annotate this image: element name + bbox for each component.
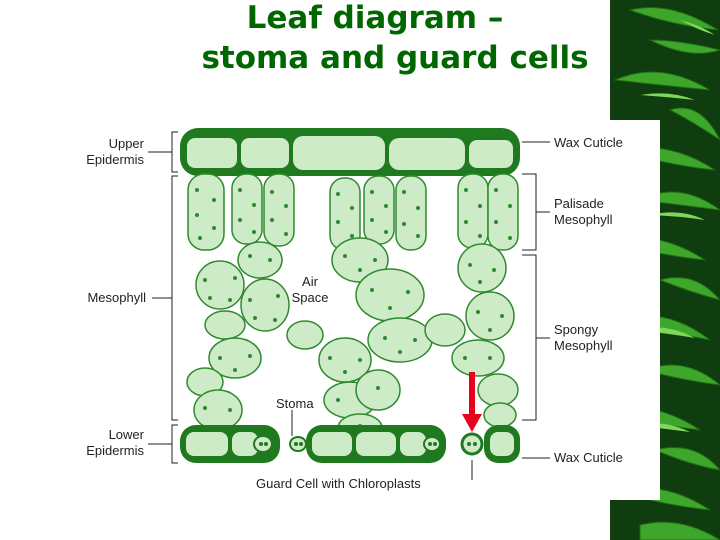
page-title-line2: stoma and guard cells bbox=[201, 40, 589, 76]
label-palisade-2: Mesophyll bbox=[554, 212, 613, 227]
spongy-mesophyll bbox=[186, 237, 519, 443]
label-air-space-1: Air bbox=[302, 274, 319, 289]
upper-epidermis bbox=[180, 128, 520, 176]
label-upper-epidermis-1: Upper bbox=[109, 136, 145, 151]
label-palisade-1: Palisade bbox=[554, 196, 604, 211]
label-upper-epidermis-2: Epidermis bbox=[86, 152, 144, 167]
leaf-cross-section-diagram: Upper Epidermis Mesophyll Lower Epidermi… bbox=[60, 120, 660, 500]
lower-epidermis bbox=[180, 425, 520, 463]
label-lower-epidermis-2: Epidermis bbox=[86, 443, 144, 458]
label-spongy-2: Mesophyll bbox=[554, 338, 613, 353]
label-stoma: Stoma bbox=[276, 396, 314, 411]
label-mesophyll: Mesophyll bbox=[87, 290, 146, 305]
label-wax-cuticle-top: Wax Cuticle bbox=[554, 135, 623, 150]
spongy-chloroplasts bbox=[203, 254, 504, 428]
palisade-chloroplasts bbox=[195, 188, 512, 240]
red-down-arrow-icon bbox=[462, 372, 482, 432]
label-spongy-1: Spongy bbox=[554, 322, 599, 337]
right-brackets bbox=[291, 141, 550, 480]
label-guard-cell: Guard Cell with Chloroplasts bbox=[256, 476, 421, 491]
label-air-space-2: Space bbox=[292, 290, 329, 305]
left-brackets bbox=[148, 131, 178, 464]
label-lower-epidermis-1: Lower bbox=[109, 427, 145, 442]
page-title-line1: Leaf diagram – bbox=[246, 0, 504, 36]
label-wax-cuticle-bottom: Wax Cuticle bbox=[554, 450, 623, 465]
